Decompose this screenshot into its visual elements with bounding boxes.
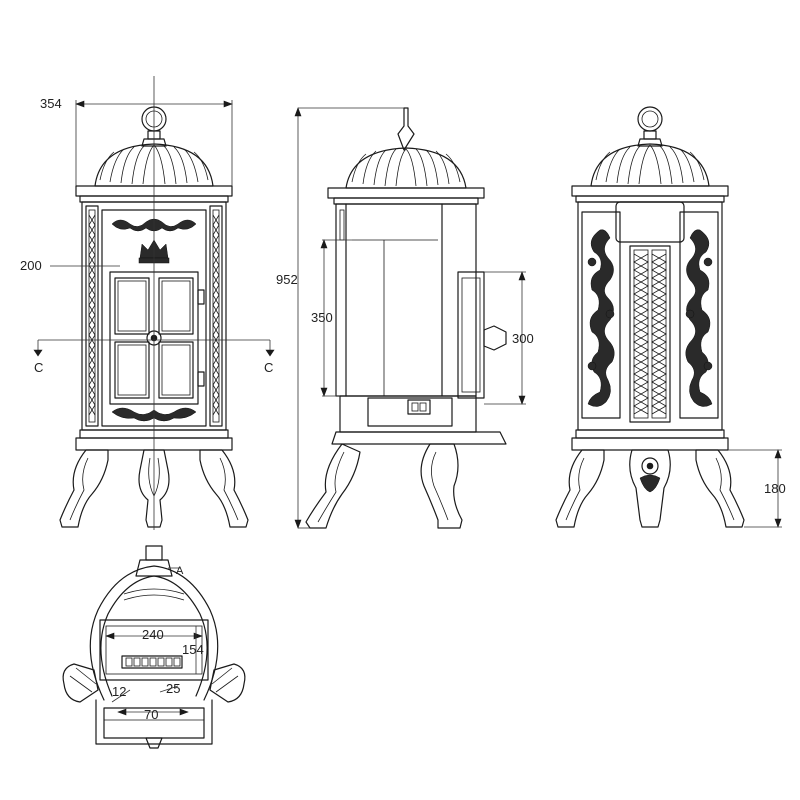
side-view [294,107,526,529]
dim-240-label: 240 [142,627,164,642]
plan-view [62,545,246,749]
dim-154-label: 154 [182,642,204,657]
section-c-left-label: C [34,360,43,375]
rear-dome-flutes [595,144,705,185]
dome-flutes [99,144,209,185]
section-c-right-label: C [264,360,273,375]
dim-354-label: 354 [40,96,62,111]
front-view [33,76,275,530]
dim-200-label: 200 [20,258,42,273]
dim-350-label: 350 [311,310,333,325]
dim-180-label: 180 [764,481,786,496]
dim-300-label: 300 [512,331,534,346]
dim-70-label: 70 [144,707,158,722]
dim-12-label: 12 [112,684,126,699]
dim-952-label: 952 [276,272,298,287]
plan-a-label: A [176,565,184,577]
dim-25-label: 25 [166,681,180,696]
rear-view [555,106,782,528]
side-dome-flutes [351,148,461,187]
